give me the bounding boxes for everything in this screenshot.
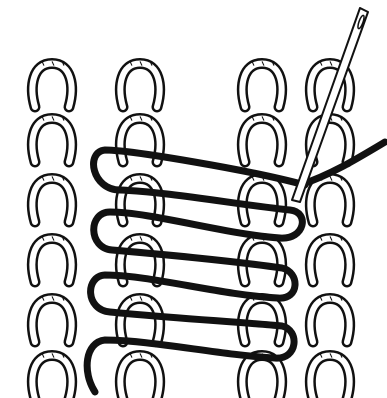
knitting-diagram <box>0 0 387 398</box>
knitting-illustration <box>0 0 387 398</box>
